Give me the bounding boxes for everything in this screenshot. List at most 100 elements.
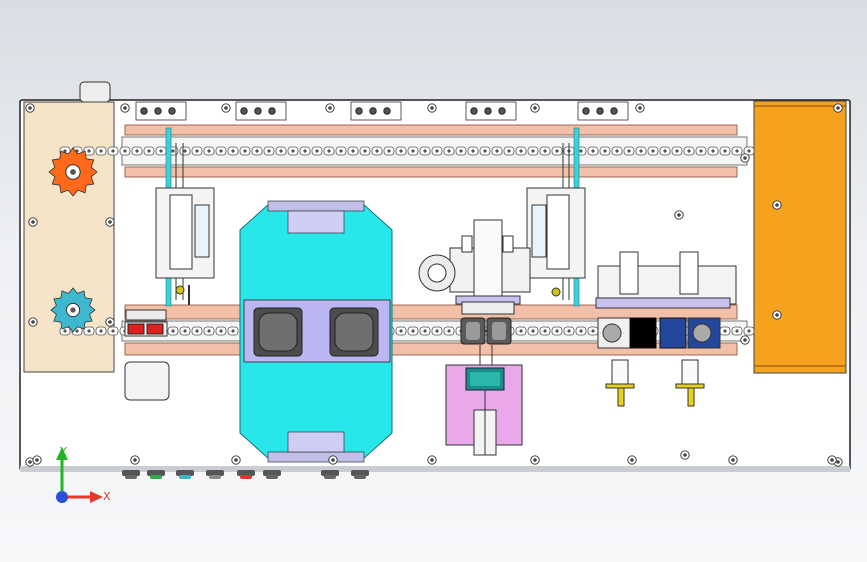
chain-pin bbox=[291, 149, 295, 153]
chain-pin bbox=[399, 149, 403, 153]
frame-bolt-center bbox=[31, 320, 35, 324]
chain-pin bbox=[615, 149, 619, 153]
chain-pin bbox=[219, 329, 223, 333]
chain-pin bbox=[591, 329, 595, 333]
x-axis-label: X bbox=[103, 490, 111, 503]
chain-pin bbox=[207, 149, 211, 153]
chain-pin bbox=[123, 149, 127, 153]
control-box bbox=[124, 361, 170, 401]
chain-pin bbox=[435, 329, 439, 333]
chain-pin bbox=[579, 149, 583, 153]
chain-pin bbox=[279, 149, 283, 153]
frame-block-bolt bbox=[168, 107, 176, 115]
chain-pin bbox=[231, 149, 235, 153]
frame-bolt-center bbox=[108, 220, 112, 224]
chain-pin bbox=[99, 329, 103, 333]
frame-block-bolt bbox=[383, 107, 391, 115]
connector-port-ring bbox=[324, 475, 336, 479]
chain-pin bbox=[411, 329, 415, 333]
frame-bolt-center bbox=[677, 213, 681, 217]
chain-pin bbox=[63, 149, 67, 153]
chain-pin bbox=[171, 329, 175, 333]
chain-pin bbox=[663, 149, 667, 153]
connector-port-ring bbox=[179, 475, 191, 479]
chain-pin bbox=[219, 149, 223, 153]
chain-pin bbox=[423, 149, 427, 153]
chain-pin bbox=[471, 149, 475, 153]
frame-bolt-center bbox=[731, 458, 735, 462]
chain-pin bbox=[435, 149, 439, 153]
chain-pin bbox=[387, 149, 391, 153]
chain-pin bbox=[207, 329, 211, 333]
upper-rail-top bbox=[124, 124, 738, 136]
frame-bolt-center bbox=[743, 338, 747, 342]
frame-block-bolt bbox=[154, 107, 162, 115]
chain-pin bbox=[411, 149, 415, 153]
fixture-top-plate bbox=[287, 210, 345, 234]
frame-bolt-center bbox=[31, 220, 35, 224]
chain-pin bbox=[183, 329, 187, 333]
frame-bolt-center bbox=[533, 106, 537, 110]
top-frame-blocks bbox=[135, 101, 629, 121]
chain-pin bbox=[735, 149, 739, 153]
frame-bolt-center bbox=[430, 106, 434, 110]
chain-pin bbox=[183, 149, 187, 153]
drive-sprocket-bottom bbox=[50, 287, 96, 333]
frame-bolt-center bbox=[108, 320, 112, 324]
frame-bolt-center bbox=[35, 458, 39, 462]
frame-bolt-center bbox=[328, 106, 332, 110]
connector-port-ring bbox=[125, 475, 137, 479]
frame-bolt-center bbox=[775, 203, 779, 207]
chain-pin bbox=[747, 149, 751, 153]
chain-pin bbox=[627, 149, 631, 153]
chain-pin bbox=[159, 149, 163, 153]
chain-pin bbox=[519, 329, 523, 333]
frame-bolt-center bbox=[430, 458, 434, 462]
chain-pin bbox=[651, 149, 655, 153]
fixture-pocket-right bbox=[329, 307, 379, 357]
chain-pin bbox=[555, 149, 559, 153]
chain-pin bbox=[99, 149, 103, 153]
right-station-tool-left bbox=[605, 359, 635, 407]
frame-bolt-center bbox=[224, 106, 228, 110]
chain-pin bbox=[675, 149, 679, 153]
chain-pin bbox=[63, 329, 67, 333]
right-assembly-station bbox=[595, 251, 737, 349]
frame-bolt-center bbox=[533, 458, 537, 462]
connector-port bbox=[263, 470, 281, 476]
frame-bolt-center bbox=[28, 460, 32, 464]
chain-pin bbox=[87, 149, 91, 153]
chain-pin bbox=[711, 149, 715, 153]
frame-bolt-center bbox=[28, 106, 32, 110]
connector-port bbox=[351, 470, 369, 476]
chain-pin bbox=[111, 329, 115, 333]
frame-block-bolt bbox=[355, 107, 363, 115]
frame-bolt-center bbox=[836, 460, 840, 464]
frame-block-bolt bbox=[498, 107, 506, 115]
y-axis-label: Y bbox=[59, 445, 67, 458]
chain-pin bbox=[459, 149, 463, 153]
chain-pin bbox=[87, 329, 91, 333]
chain-pin bbox=[303, 149, 307, 153]
chain-pin bbox=[111, 149, 115, 153]
chain-pin bbox=[315, 149, 319, 153]
chain-pin bbox=[603, 149, 607, 153]
fixture-pocket-left bbox=[253, 307, 303, 357]
chain-pin bbox=[495, 149, 499, 153]
frame-bolt-center bbox=[331, 458, 335, 462]
chain-pin bbox=[483, 149, 487, 153]
chain-pin bbox=[195, 329, 199, 333]
frame-bolts bbox=[25, 103, 843, 467]
frame-block-bolt bbox=[610, 107, 618, 115]
frame-bolt-center bbox=[683, 453, 687, 457]
chain-pin bbox=[519, 149, 523, 153]
upper-rail-bottom bbox=[124, 166, 738, 178]
frame-block-bolt bbox=[582, 107, 590, 115]
chain-pin bbox=[687, 149, 691, 153]
chain-pin bbox=[567, 329, 571, 333]
chain-pin bbox=[231, 329, 235, 333]
x-axis-arrowhead bbox=[90, 491, 103, 503]
chain-pin bbox=[267, 149, 271, 153]
frame-bolt-center bbox=[133, 458, 137, 462]
